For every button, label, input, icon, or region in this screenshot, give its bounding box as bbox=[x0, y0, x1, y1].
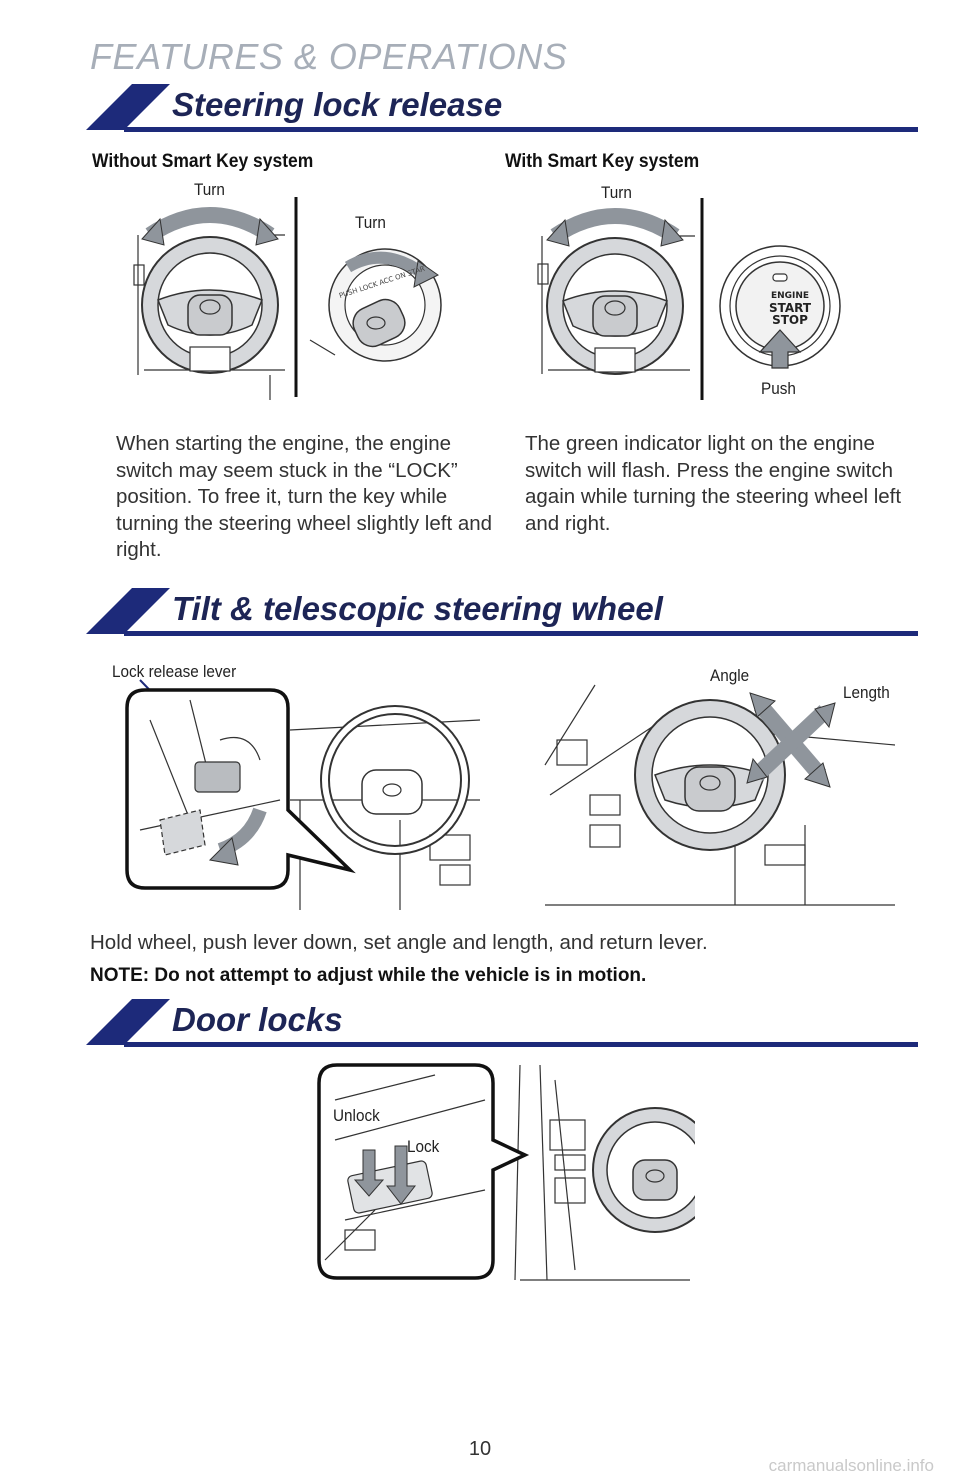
label-unlock: Unlock bbox=[333, 1106, 380, 1125]
section-title: Door locks bbox=[172, 1001, 343, 1038]
section-title: Steering lock release bbox=[172, 86, 503, 123]
door-lock-switch-illustration bbox=[317, 1063, 695, 1281]
label-length: Length bbox=[843, 683, 890, 702]
section-title: Tilt & telescopic steering wheel bbox=[172, 590, 663, 627]
steering-lock-right-text: The green indicator light on the engine … bbox=[525, 432, 902, 535]
section-header-tilt: Tilt & telescopic steering wheel bbox=[86, 588, 918, 636]
label-angle: Angle bbox=[710, 666, 750, 685]
subtitle-without-smart-key: Without Smart Key system bbox=[92, 151, 314, 172]
label-turn-wheel-left: Turn bbox=[194, 180, 225, 199]
start-button-start: START bbox=[768, 301, 812, 315]
steering-lock-left-text: When starting the engine, the engine swi… bbox=[116, 432, 493, 561]
section-header-graphic bbox=[86, 84, 918, 132]
subtitle-with-smart-key: With Smart Key system bbox=[505, 151, 700, 172]
start-button-engine: ENGINE bbox=[770, 291, 810, 301]
lock-release-lever-illustration bbox=[125, 679, 481, 910]
tilt-note: NOTE: Do not attempt to adjust while the… bbox=[90, 965, 647, 986]
label-lock-release-lever: Lock release lever bbox=[112, 662, 237, 681]
ignition-marks-text: PUSH LOCK ACC ON START bbox=[338, 265, 425, 299]
start-button-label: ENGINE START STOP bbox=[760, 290, 820, 326]
tilt-instructions-text: Hold wheel, push lever down, set angle a… bbox=[90, 931, 708, 954]
watermark: carmanualsonline.info bbox=[768, 1456, 934, 1475]
label-turn-wheel-right: Turn bbox=[601, 183, 632, 202]
section-header-door-locks: Door locks bbox=[86, 999, 918, 1047]
section-header-graphic bbox=[86, 999, 918, 1047]
steering-wheel-key-illustration bbox=[133, 197, 442, 400]
label-lock: Lock bbox=[407, 1137, 440, 1156]
page-number: 10 bbox=[468, 1438, 492, 1460]
angle-length-adjust-illustration bbox=[544, 684, 896, 906]
section-header-graphic bbox=[86, 588, 918, 636]
section-header-steering-lock: Steering lock release bbox=[86, 84, 918, 132]
label-push: Push bbox=[761, 379, 796, 398]
start-button-stop: STOP bbox=[772, 313, 808, 327]
label-turn-key: Turn bbox=[355, 213, 386, 232]
page-header-title: FEATURES & OPERATIONS bbox=[90, 36, 568, 77]
ignition-position-marks: PUSH LOCK ACC ON START bbox=[338, 265, 425, 299]
steering-wheel-push-button-illustration bbox=[537, 198, 841, 400]
